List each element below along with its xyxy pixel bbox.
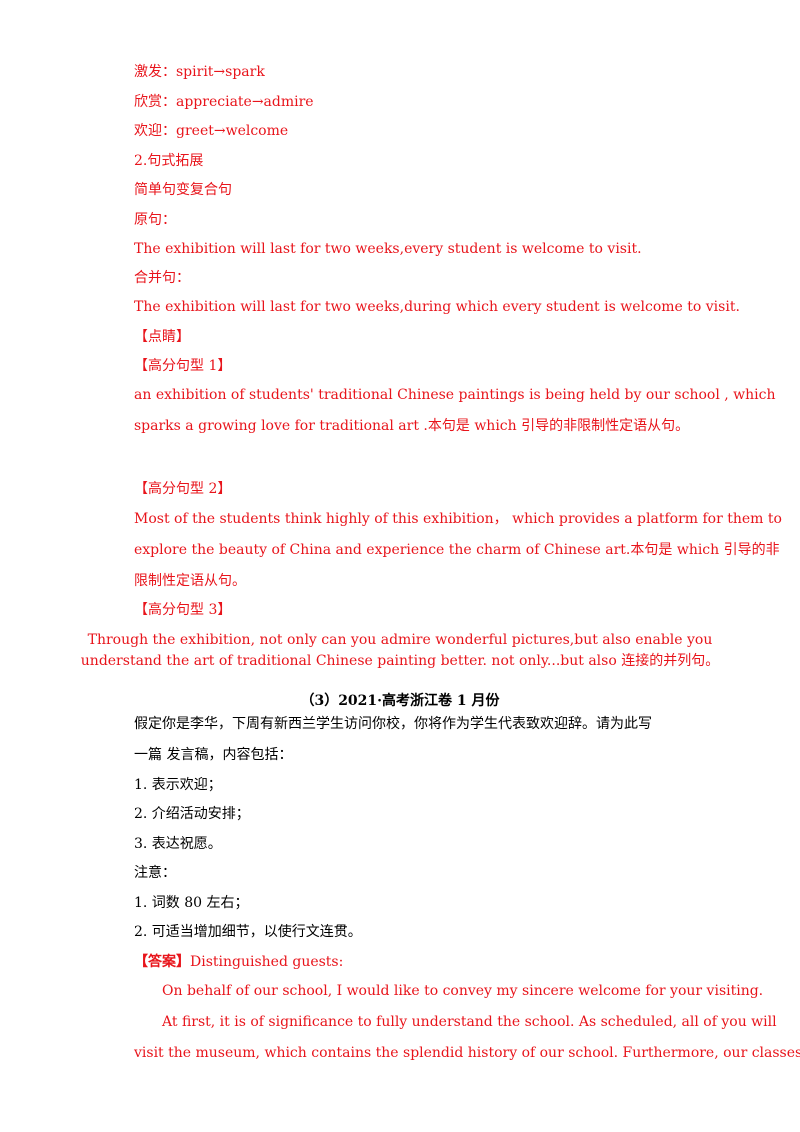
content-item-3: 3. 表达祝愿。 [134, 836, 222, 852]
vocab-welcome: 欢迎：greet→welcome [134, 123, 289, 139]
original-label: 原句： [134, 212, 176, 228]
pattern-3-line-1: Through the exhibition, not only can you… [87, 632, 713, 648]
answer-paragraph-2-line-2: visit the museum, which contains the spl… [134, 1045, 800, 1061]
note-2: 2. 可适当增加细节，以使行文连贯。 [134, 924, 362, 940]
pattern-1-label: 【高分句型 1】 [134, 358, 232, 374]
prompt-line-1: 假定你是李华，下周有新西兰学生访问你校，你将作为学生代表致欢迎辞。请为此写 [134, 716, 652, 732]
answer-paragraph-2-line-1: At first, it is of significance to fully… [162, 1014, 777, 1030]
prompt-line-2: 一篇 发言稿，内容包括： [134, 747, 293, 763]
answer-label: 【答案】 [134, 954, 190, 970]
question-title: （3）2021·高考浙江卷 1 月份 [300, 693, 500, 709]
merged-label: 合并句： [134, 270, 190, 286]
note-label: 注意： [134, 865, 176, 881]
section-subheading: 简单句变复合句 [134, 182, 232, 198]
merged-sentence: The exhibition will last for two weeks,d… [134, 299, 740, 315]
pattern-2-line-3: 限制性定语从句。 [134, 573, 246, 589]
pattern-1-line-2: sparks a growing love for traditional ar… [134, 418, 690, 434]
vocab-admire: 欣赏：appreciate→admire [134, 94, 314, 110]
pattern-2-line-2: explore the beauty of China and experien… [134, 542, 780, 558]
dianjing-label: 【点睛】 [134, 329, 190, 345]
section-heading: 2.句式拓展 [134, 153, 204, 169]
pattern-3-line-2: understand the art of traditional Chines… [80, 653, 720, 669]
pattern-2-line-1: Most of the students think highly of thi… [134, 511, 782, 527]
content-item-2: 2. 介绍活动安排； [134, 806, 250, 822]
pattern-1-line-1: an exhibition of students' traditional C… [134, 387, 776, 403]
answer-greeting: Distinguished guests: [190, 954, 344, 970]
original-sentence: The exhibition will last for two weeks,e… [134, 241, 642, 257]
note-1: 1. 词数 80 左右； [134, 895, 249, 911]
pattern-3-label: 【高分句型 3】 [134, 602, 232, 618]
answer-line: 【答案】Distinguished guests: [134, 953, 343, 971]
pattern-2-label: 【高分句型 2】 [134, 481, 232, 497]
content-item-1: 1. 表示欢迎； [134, 777, 222, 793]
answer-paragraph-1: On behalf of our school, I would like to… [162, 983, 764, 999]
vocab-spark: 激发：spirit→spark [134, 64, 265, 80]
